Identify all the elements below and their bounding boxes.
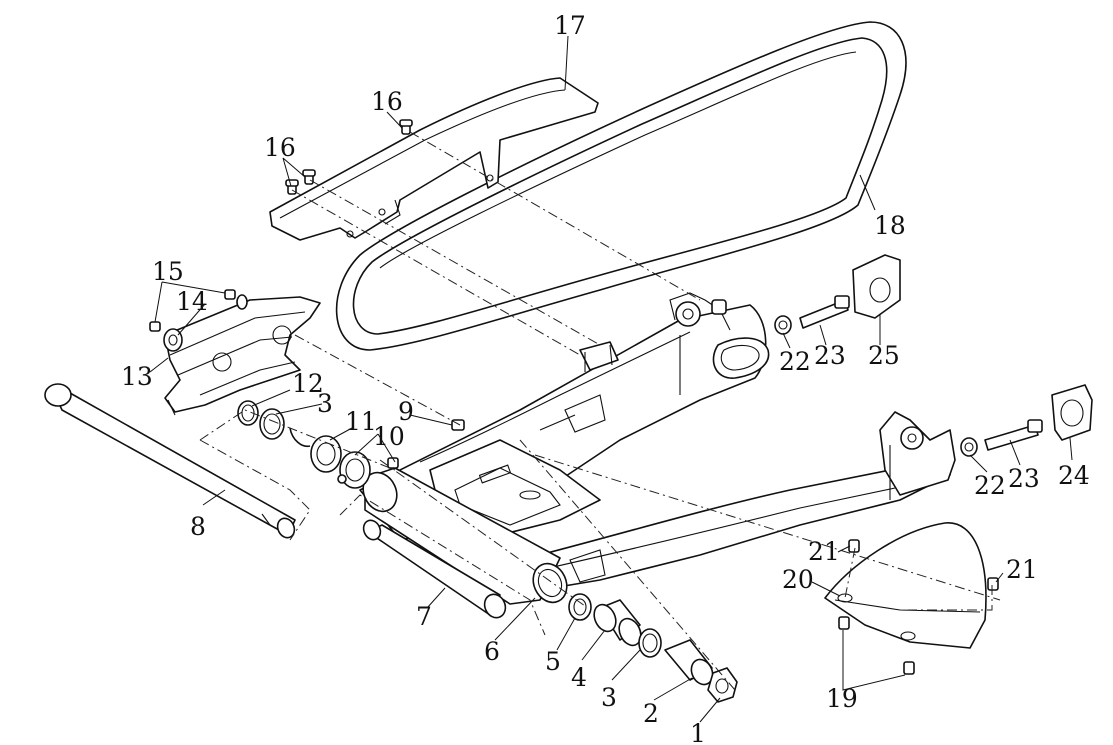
callout-16: 16 — [264, 133, 296, 162]
callout-2: 2 — [643, 699, 659, 728]
inner-sleeve — [362, 519, 507, 619]
axle-adjuster-upper — [774, 254, 901, 335]
callout-3: 3 — [601, 683, 617, 712]
chain-slider — [164, 296, 321, 416]
callout-23: 23 — [1008, 464, 1040, 493]
bearing-stack-right — [568, 593, 738, 703]
drive-belt — [335, 21, 907, 351]
callout-20: 20 — [782, 565, 814, 594]
callout-10: 10 — [373, 422, 405, 451]
callout-15: 15 — [152, 257, 184, 286]
assembly-centerlines — [199, 131, 1001, 691]
callout-1: 1 — [690, 719, 706, 745]
guard-bolts — [285, 119, 413, 195]
mud-guard — [824, 522, 987, 649]
swingarm-body — [359, 292, 956, 605]
callout-19: 19 — [826, 684, 858, 713]
callout-25: 25 — [868, 341, 900, 370]
callout-labels: 1 2 3 3 4 5 6 7 8 9 10 11 12 13 14 15 16… — [121, 11, 1090, 745]
callout-16: 16 — [371, 87, 403, 116]
callout-4: 4 — [571, 663, 587, 692]
slider-bolts — [149, 289, 248, 352]
callout-21: 21 — [1006, 555, 1038, 584]
callout-17: 17 — [554, 11, 586, 40]
callout-6: 6 — [484, 637, 500, 666]
callout-21: 21 — [808, 537, 840, 566]
callout-24: 24 — [1058, 461, 1090, 490]
callout-22: 22 — [974, 471, 1006, 500]
callout-3: 3 — [317, 389, 333, 418]
callout-22: 22 — [779, 347, 811, 376]
guard-bolt — [285, 179, 299, 195]
callout-23: 23 — [814, 341, 846, 370]
leader-lines — [149, 35, 1073, 723]
callout-7: 7 — [416, 602, 432, 631]
callout-12: 12 — [292, 369, 324, 398]
guard-bolt — [399, 119, 413, 135]
axle-adjuster-lower — [960, 384, 1093, 457]
callout-18: 18 — [874, 211, 906, 240]
callout-11: 11 — [345, 407, 377, 436]
pivot-axle — [44, 383, 296, 539]
callout-5: 5 — [545, 647, 561, 676]
guard-bolt — [302, 169, 316, 185]
callout-8: 8 — [190, 512, 206, 541]
callout-14: 14 — [176, 287, 208, 316]
callout-9: 9 — [398, 397, 414, 426]
callout-13: 13 — [121, 362, 153, 391]
